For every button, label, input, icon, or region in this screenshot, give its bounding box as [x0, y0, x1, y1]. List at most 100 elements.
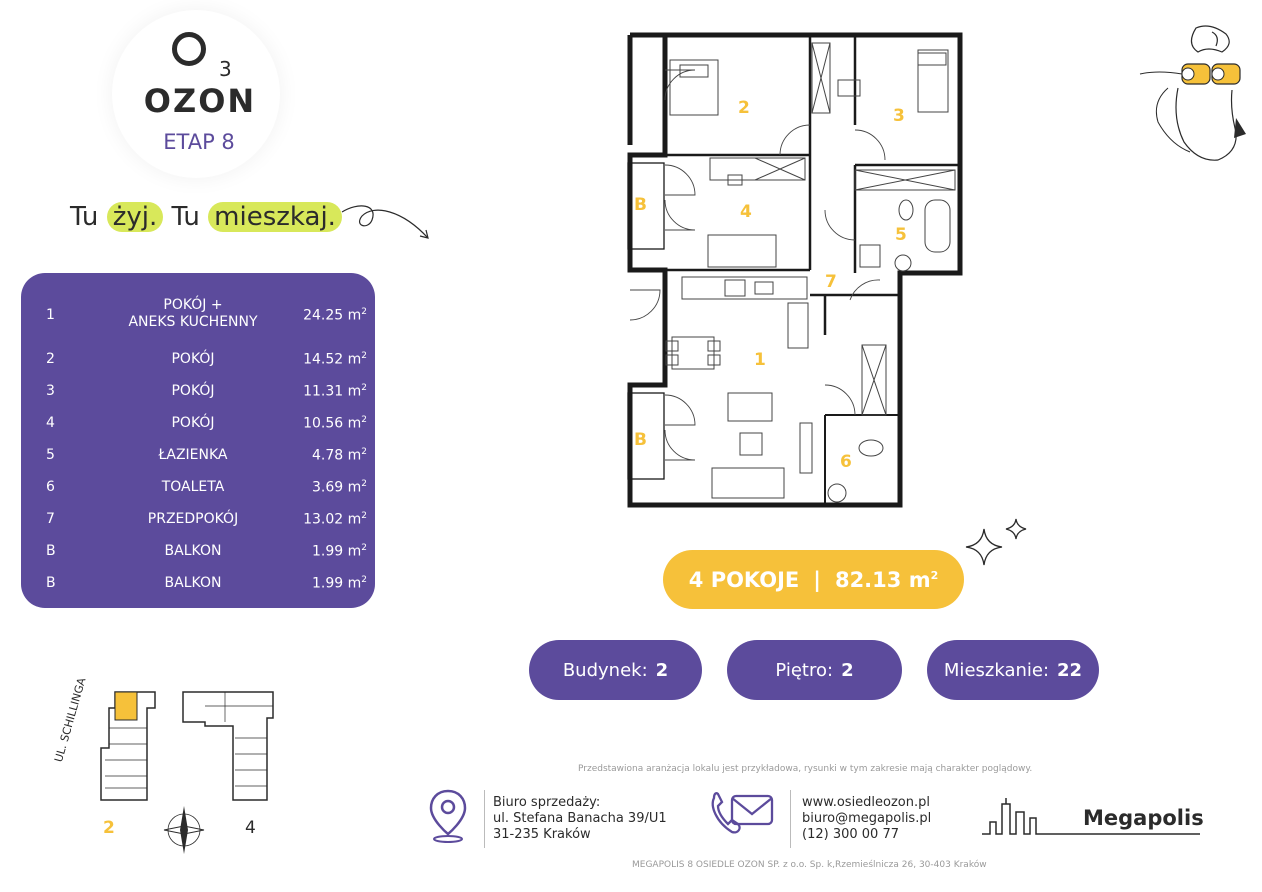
room-area: 13.02 m2 — [303, 511, 367, 528]
logo-name: OZON — [143, 82, 257, 120]
room-row: 1 POKÓJ +ANEKS KUCHENNY 24.25 m2 — [21, 295, 375, 343]
toilet-icon — [898, 199, 914, 221]
site-plan — [100, 691, 274, 801]
room-number: 7 — [46, 511, 55, 527]
floorplan-label-7: 7 — [825, 272, 837, 292]
city-skyline-icon — [982, 798, 1200, 835]
website-link[interactable]: www.osiedleozon.pl — [802, 795, 931, 810]
bed-room3 — [917, 49, 949, 113]
room-name: POKÓJ — [171, 383, 215, 399]
summary-separator: | — [813, 567, 821, 592]
room-number: 4 — [46, 415, 55, 431]
room-number: B — [46, 575, 56, 591]
room-name: BALKON — [164, 543, 222, 559]
location-pin-icon — [429, 789, 467, 843]
floorplan-label-4: 4 — [740, 202, 752, 222]
room-name: PRZEDPOKÓJ — [147, 511, 239, 527]
office-title: Biuro sprzedaży: — [493, 795, 601, 810]
room-area: 10.56 m2 — [303, 415, 367, 432]
floorplan-label-1: 1 — [754, 350, 766, 370]
room-number: 2 — [46, 351, 55, 367]
building-label: Budynek: — [562, 659, 648, 681]
floorplan-label-3: 3 — [893, 106, 905, 126]
floorplan-label-balcony-upper: B — [634, 195, 647, 215]
sparkle-icon — [965, 518, 1027, 566]
email-link[interactable]: biuro@megapolis.pl — [802, 811, 932, 826]
room-row: 7 PRZEDPOKÓJ 13.02 m2 — [21, 503, 375, 535]
dining-table — [671, 336, 715, 370]
balcony-upper — [627, 162, 665, 250]
highlighted-apartment — [114, 691, 138, 721]
slogan-highlight2: mieszkaj. — [208, 202, 342, 232]
room-area: 11.31 m2 — [303, 383, 367, 400]
room-table: 1 POKÓJ +ANEKS KUCHENNY 24.25 m2 2 POKÓJ… — [21, 273, 375, 608]
contact-info: www.osiedleozon.pl biuro@megapolis.pl (1… — [802, 795, 931, 843]
room-area: 3.69 m2 — [312, 479, 367, 496]
site-building-4-label: 4 — [245, 818, 256, 838]
room-name: POKÓJ — [171, 351, 215, 367]
armchair — [727, 392, 773, 422]
summary-rooms: 4 POKOJE — [688, 567, 800, 592]
street-name: UL. SCHILLINGA — [52, 676, 89, 764]
room-name: TOALETA — [161, 479, 225, 495]
room-number: 3 — [46, 383, 55, 399]
floor-pill: Piętro: 2 — [727, 640, 902, 700]
balcony-lower — [627, 392, 665, 480]
room-name: POKÓJ +ANEKS KUCHENNY — [128, 297, 258, 330]
logo-subscript: 3 — [219, 57, 232, 81]
floorplan-label-5: 5 — [895, 225, 907, 245]
floorplan-label-2: 2 — [738, 98, 750, 118]
floor-label: Piętro: — [775, 659, 834, 681]
phone-number[interactable]: (12) 300 00 77 — [802, 827, 899, 842]
binoculars-illustration — [1139, 25, 1246, 161]
floor-value: 2 — [841, 659, 854, 681]
arrow-swirl-icon — [341, 205, 429, 239]
apartment-label: Mieszkanie: — [943, 659, 1050, 681]
apartment-pill: Mieszkanie: 22 — [927, 640, 1099, 700]
room-number: 6 — [46, 479, 55, 495]
room-name: BALKON — [164, 575, 222, 591]
room-number: B — [46, 543, 56, 559]
sales-office: Biuro sprzedaży: ul. Stefana Banacha 39/… — [493, 795, 667, 843]
room-name: ŁAZIENKA — [158, 447, 228, 463]
room-area: 14.52 m2 — [303, 351, 367, 368]
room-area: 1.99 m2 — [312, 575, 367, 592]
slogan-part1: Tu — [70, 202, 99, 232]
building-4-outline — [182, 691, 274, 801]
room-row: 6 TOALETA 3.69 m2 — [21, 471, 375, 503]
summary-area: 82.13 m2 — [834, 567, 939, 592]
company-address: MEGAPOLIS 8 OSIEDLE OZON SP. z o.o. Sp. … — [632, 860, 987, 870]
envelope-phone-icon — [711, 792, 774, 834]
apartment-summary: 4 POKOJE | 82.13 m2 — [663, 550, 964, 609]
floorplan-label-6: 6 — [840, 452, 852, 472]
slogan: Tu żyj. Tu mieszkaj. — [70, 202, 342, 232]
logo-stage: ETAP 8 — [163, 130, 235, 154]
room-number: 1 — [46, 307, 55, 323]
footer-divider — [790, 790, 791, 848]
room-area: 4.78 m2 — [312, 447, 367, 464]
bed-room2 — [669, 59, 719, 116]
bathtub — [924, 199, 951, 253]
disclaimer: Przedstawiona aranżacja lokalu jest przy… — [578, 764, 1033, 774]
room-area: 24.25 m2 — [303, 307, 367, 324]
floorplan-label-balcony-lower: B — [634, 430, 647, 450]
site-building-2-label: 2 — [103, 818, 115, 838]
footer-divider — [484, 790, 485, 848]
room-number: 5 — [46, 447, 55, 463]
slogan-part2: Tu — [171, 202, 200, 232]
sofa — [711, 467, 785, 499]
room-row: B BALKON 1.99 m2 — [21, 535, 375, 567]
floor-plan: 1 2 3 4 5 6 7 B B — [627, 32, 963, 508]
building-pill: Budynek: 2 — [529, 640, 702, 700]
room-row: 2 POKÓJ 14.52 m2 — [21, 343, 375, 375]
room-row: 4 POKÓJ 10.56 m2 — [21, 407, 375, 439]
room-area: 1.99 m2 — [312, 543, 367, 560]
apartment-value: 22 — [1057, 659, 1083, 681]
office-city: 31-235 Kraków — [493, 827, 591, 842]
kitchen-counter — [681, 276, 808, 300]
room-row: 3 POKÓJ 11.31 m2 — [21, 375, 375, 407]
office-street: ul. Stefana Banacha 39/U1 — [493, 811, 667, 826]
room-row: 5 ŁAZIENKA 4.78 m2 — [21, 439, 375, 471]
slogan-highlight1: żyj. — [106, 202, 164, 232]
developer-name: Megapolis — [1083, 806, 1204, 830]
